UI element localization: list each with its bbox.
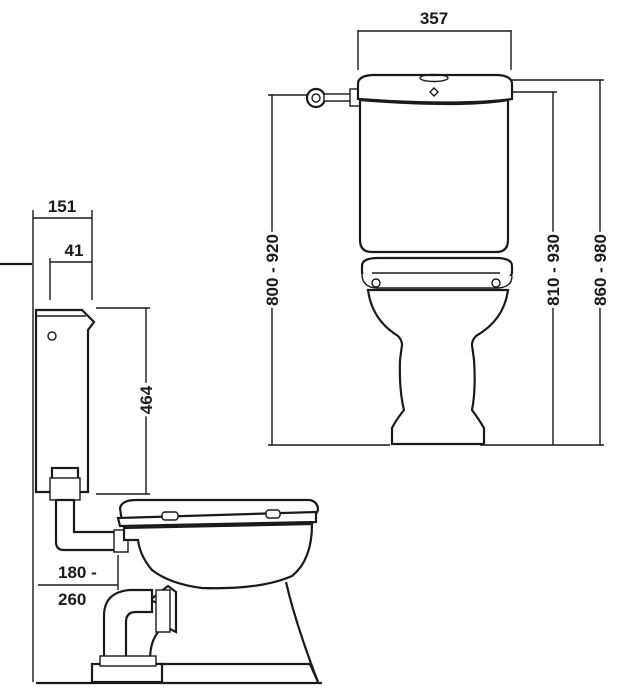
dim-label-41: 41 <box>65 241 84 260</box>
bowl-front <box>366 288 510 446</box>
dim-label-810-930: 810 - 930 <box>544 234 563 306</box>
trap-side <box>90 588 171 684</box>
dim-side-offset: 41 <box>49 241 92 300</box>
dim-label-464: 464 <box>137 385 156 414</box>
front-view: 357 800 - 920 810 - 930 860 - 980 <box>260 9 613 446</box>
dim-label-800-920: 800 - 920 <box>263 234 282 306</box>
dim-label-151: 151 <box>48 197 76 216</box>
dim-side-depth: 151 <box>32 197 93 682</box>
side-view: 151 41 464 180 - 260 <box>0 197 322 685</box>
seat-front <box>360 256 514 289</box>
cistern-side <box>34 308 96 494</box>
dim-cistern-height: 464 <box>96 307 159 495</box>
dim-label-260: 260 <box>58 590 86 609</box>
dim-height-inner: 810 - 930 <box>480 91 566 446</box>
dim-label-180: 180 - <box>58 563 97 582</box>
dim-outlet-range: 180 - 260 <box>38 555 119 609</box>
dim-cistern-width: 357 <box>357 9 512 70</box>
dim-label-860-980: 860 - 980 <box>591 234 610 306</box>
dim-label-357: 357 <box>420 9 448 28</box>
dim-height-total: 860 - 980 <box>512 79 613 446</box>
seat-side <box>116 498 320 528</box>
cistern-front <box>356 73 514 254</box>
flush-lever <box>305 87 365 109</box>
dim-height-outer: 800 - 920 <box>260 94 390 446</box>
